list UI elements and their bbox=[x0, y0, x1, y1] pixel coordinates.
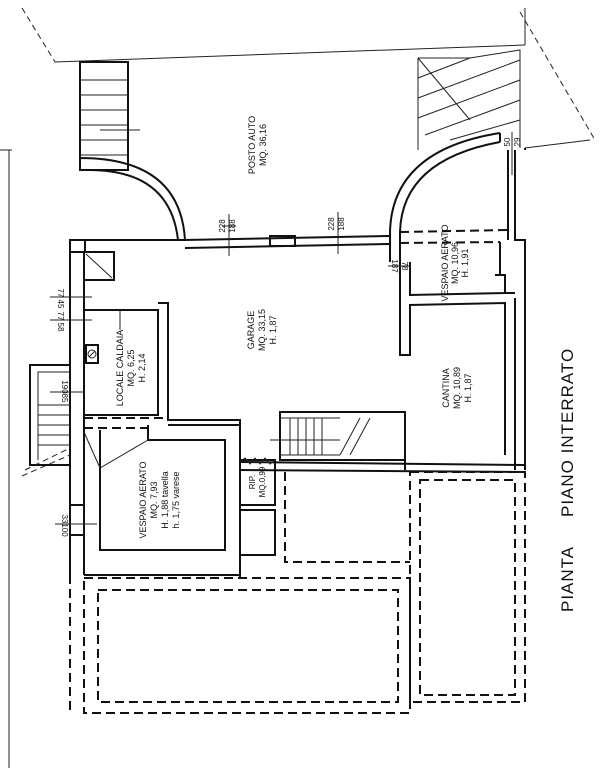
svg-text:228: 228 bbox=[327, 217, 336, 231]
upper-stair bbox=[79, 61, 186, 241]
room-area-rip: MQ.0,99 bbox=[258, 466, 267, 497]
arc-entrance bbox=[389, 132, 526, 470]
cantina-walls bbox=[399, 262, 516, 470]
dimension-7: 190 85 bbox=[50, 380, 85, 403]
room-name-locale-caldaia: LOCALE CALDAIA bbox=[115, 330, 125, 407]
dimension-5: 77 45 bbox=[50, 289, 92, 309]
svg-text:188: 188 bbox=[337, 217, 346, 231]
room-area-cantina: MQ. 10,89 bbox=[452, 367, 462, 409]
dimension-8: 33 100 bbox=[55, 515, 97, 537]
ramp bbox=[417, 49, 521, 150]
room-name-rip: RIP. bbox=[248, 475, 257, 490]
svg-text:58: 58 bbox=[56, 323, 65, 332]
vespaio-left-walls bbox=[69, 417, 241, 576]
svg-text:50: 50 bbox=[503, 137, 512, 146]
svg-text:187: 187 bbox=[390, 259, 399, 273]
title-piano-interrato: PIANO INTERRATO bbox=[558, 348, 577, 517]
room-area-garage: MQ. 33,15 bbox=[257, 309, 267, 351]
svg-text:45: 45 bbox=[56, 300, 65, 309]
room-height-vespaio-left-2: h. 1,75 varese bbox=[171, 471, 181, 528]
rip-walls bbox=[239, 457, 276, 556]
svg-text:100: 100 bbox=[60, 523, 69, 537]
room-name-vespaio-left: VESPAIO AERATO bbox=[138, 461, 148, 538]
vespaio-right bbox=[399, 229, 515, 297]
dimension-2: 228 188 bbox=[327, 212, 346, 254]
title-pianta: PIANTA bbox=[558, 546, 577, 612]
dimension-4: 50 29 bbox=[503, 132, 522, 175]
svg-text:188: 188 bbox=[228, 219, 237, 233]
svg-text:77: 77 bbox=[56, 312, 65, 321]
room-height-vespaio-right: H. 1,91 bbox=[460, 248, 470, 277]
room-name-vespaio-right: VESPAIO AERATO bbox=[440, 224, 450, 301]
room-height-locale-caldaia: H. 2,14 bbox=[137, 353, 147, 382]
locale-caldaia-walls bbox=[84, 302, 241, 462]
room-area-vespaio-left: MQ. 7,93 bbox=[149, 481, 159, 518]
svg-text:190: 190 bbox=[60, 380, 69, 394]
room-name-cantina: CANTINA bbox=[441, 368, 451, 408]
room-height-garage: H. 1,87 bbox=[268, 315, 278, 344]
dashed-rooms bbox=[69, 471, 526, 715]
svg-text:228: 228 bbox=[218, 219, 227, 233]
room-height-cantina: H. 1,87 bbox=[463, 373, 473, 402]
room-name-posto-auto: POSTO AUTO bbox=[247, 116, 257, 174]
svg-text:29: 29 bbox=[513, 137, 522, 146]
property-boundary bbox=[21, 7, 596, 149]
room-area-vespaio-right: MQ. 10,96 bbox=[450, 242, 460, 284]
room-name-garage: GARAGE bbox=[246, 311, 256, 350]
left-stair bbox=[21, 364, 71, 477]
svg-text:33: 33 bbox=[60, 515, 69, 524]
svg-text:77: 77 bbox=[56, 289, 65, 298]
room-height-vespaio-left-1: H. 1,88 tavella bbox=[160, 471, 170, 529]
dimension-1: 228 188 bbox=[218, 214, 237, 256]
dimension-3: 187 78 bbox=[388, 259, 410, 273]
room-area-posto-auto: MQ. 36,16 bbox=[258, 124, 268, 166]
room-area-locale-caldaia: MQ. 6,25 bbox=[126, 349, 136, 386]
svg-text:78: 78 bbox=[400, 262, 409, 271]
dimension-6: 77 58 bbox=[50, 312, 92, 332]
svg-text:85: 85 bbox=[60, 394, 69, 403]
middle-stair bbox=[239, 411, 526, 473]
